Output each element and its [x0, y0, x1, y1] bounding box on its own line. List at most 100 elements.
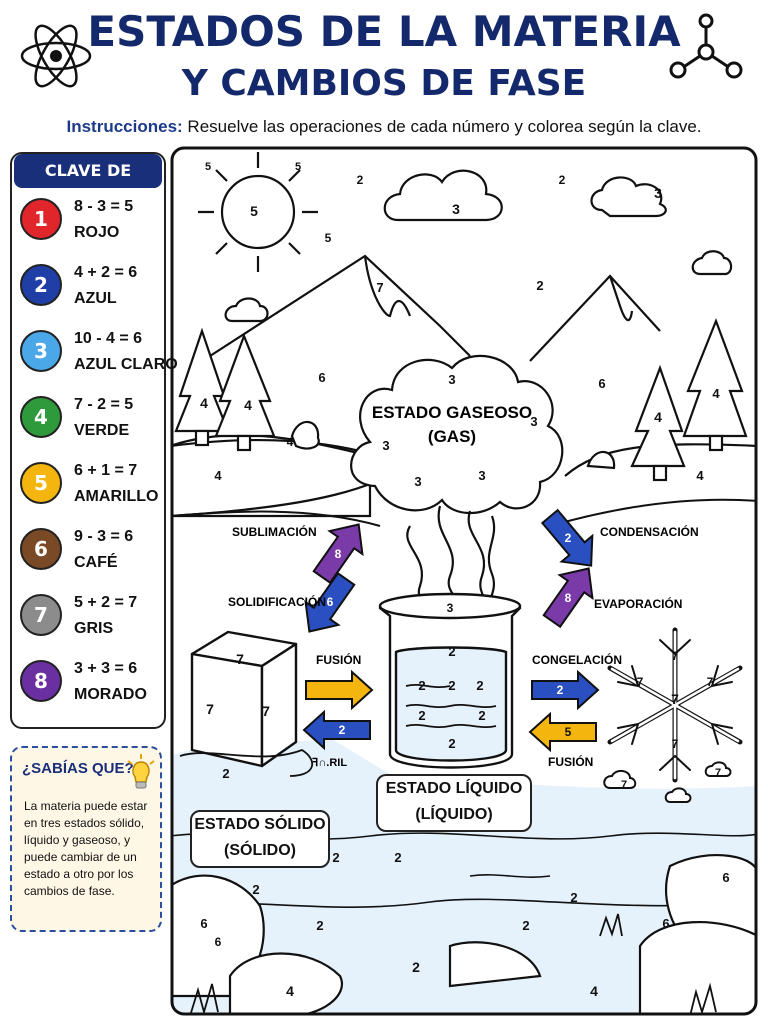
key-number-1: 1 [20, 198, 62, 240]
key-color-name: CAFÉ [74, 554, 118, 571]
label-sublimacion: SUBLIMACIÓN [232, 524, 317, 539]
key-number-4: 4 [20, 396, 62, 438]
arrow-fusion-left [305, 669, 374, 711]
svg-text:7: 7 [637, 675, 644, 689]
instructions-label: Instrucciones: [66, 117, 183, 136]
svg-text:6: 6 [318, 370, 325, 385]
svg-text:8: 8 [565, 591, 572, 605]
svg-text:2: 2 [570, 890, 577, 905]
arrow-condensacion [540, 508, 594, 567]
key-equation: 7 - 2 = 5 [74, 396, 134, 413]
svg-text:8: 8 [335, 547, 342, 561]
svg-text:2: 2 [565, 531, 572, 545]
solid-label-2: (SÓLIDO) [224, 842, 296, 859]
key-equation: 5 + 2 = 7 [74, 594, 138, 611]
svg-text:3: 3 [654, 185, 662, 201]
page-title: ESTADOS DE LA MATERIA [87, 7, 681, 56]
svg-text:2: 2 [448, 736, 455, 751]
label-evaporacion: EVAPORACIÓN [594, 596, 682, 611]
svg-text:6: 6 [662, 916, 669, 931]
svg-text:7: 7 [707, 675, 714, 689]
key-equation: 9 - 3 = 6 [74, 528, 134, 545]
arrow-solidificacion-bottom [302, 709, 371, 751]
gas-label-1: ESTADO GASEOSO [372, 403, 532, 422]
svg-text:2: 2 [316, 918, 323, 933]
key-color-name: VERDE [74, 422, 130, 439]
key-equation: 3 + 3 = 6 [74, 660, 138, 677]
svg-text:7: 7 [206, 701, 214, 717]
key-equation: 4 + 2 = 6 [74, 264, 138, 281]
mountains [209, 254, 661, 362]
svg-text:6: 6 [598, 376, 605, 391]
svg-text:7: 7 [621, 779, 627, 791]
svg-text:6: 6 [200, 916, 207, 931]
svg-text:3: 3 [382, 438, 389, 453]
svg-text:5: 5 [565, 725, 572, 739]
key-color-name: MORADO [74, 686, 147, 703]
key-color-name: GRIS [74, 620, 114, 637]
svg-text:4: 4 [287, 435, 294, 449]
fact-body: La materia puede estar en tres estados s… [24, 799, 148, 898]
trees-left [174, 327, 320, 452]
svg-text:2: 2 [332, 850, 339, 865]
fact-title: ¿SABÍAS QUE? [22, 760, 134, 777]
instructions: Instrucciones: Resuelve las operaciones … [0, 116, 768, 138]
ice-cube [190, 630, 298, 768]
trees-right [586, 317, 748, 482]
svg-text:2: 2 [418, 708, 425, 723]
svg-text:2: 2 [559, 173, 566, 187]
svg-text:5: 5 [205, 161, 211, 173]
grass [189, 913, 717, 1013]
key-number-2: 2 [20, 264, 62, 306]
svg-text:4: 4 [244, 397, 252, 413]
scene-frame [170, 146, 758, 1016]
svg-text:4: 4 [712, 386, 720, 401]
svg-text:2: 2 [448, 678, 455, 693]
svg-text:2: 2 [418, 678, 425, 693]
svg-text:7: 7 [671, 691, 679, 707]
svg-text:7: 7 [236, 651, 244, 667]
svg-text:2: 2 [222, 766, 229, 781]
svg-text:4: 4 [200, 395, 208, 411]
label-condensacion: CONDENSACIÓN [600, 524, 699, 539]
svg-text:7: 7 [262, 703, 270, 719]
label-fusion-right: FUSIÓN [548, 754, 593, 769]
puddle-text: ꟻ∩.RIL [312, 757, 347, 769]
svg-text:2: 2 [252, 882, 259, 897]
svg-text:3: 3 [414, 474, 421, 489]
svg-text:2: 2 [448, 644, 455, 659]
solid-label-1: ESTADO SÓLIDO [194, 816, 326, 833]
key-number-7: 7 [20, 594, 62, 636]
color-key-title: CLAVE DE COLOR [14, 154, 162, 214]
lake-region [173, 738, 755, 1013]
svg-text:4: 4 [286, 983, 294, 999]
svg-text:4: 4 [696, 468, 704, 483]
snowflake-inner [610, 630, 740, 780]
arrow-solidificacion [304, 571, 356, 633]
key-equation: 6 + 1 = 7 [74, 462, 138, 479]
svg-text:2: 2 [478, 708, 485, 723]
key-equation: 8 - 3 = 5 [74, 198, 134, 215]
key-equation: 10 - 4 = 6 [74, 330, 143, 347]
clouds [224, 169, 733, 323]
sun [198, 152, 318, 272]
svg-text:6: 6 [215, 935, 222, 949]
coloring-scene: SUBLIMACIÓN CONDENSACIÓN SOLIDIFICACIÓN … [170, 146, 758, 1016]
svg-text:3: 3 [530, 414, 537, 429]
svg-text:3: 3 [448, 372, 455, 387]
key-number-6: 6 [20, 528, 62, 570]
svg-text:7: 7 [376, 280, 383, 295]
gas-label-2: (GAS) [428, 427, 476, 446]
key-number-3: 3 [20, 330, 62, 372]
label-fusion-left: FUSIÓN [316, 652, 361, 667]
svg-text:2: 2 [522, 918, 529, 933]
page-subtitle: Y CAMBIOS DE FASE [181, 63, 587, 104]
svg-text:2: 2 [357, 173, 364, 187]
solid-state-box: ESTADO SÓLIDO (SÓLIDO) [190, 810, 330, 868]
num-cloud: 3 [452, 201, 460, 217]
liquid-label-1: ESTADO LÍQUIDO [385, 780, 523, 797]
region-numbers: 5 5 5 5 3 3 2 2 2 7 6 6 3 3 3 3 3 4 4 4 … [200, 161, 730, 999]
label-congelacion: CONGELACIÓN [532, 652, 622, 667]
svg-text:5: 5 [325, 231, 332, 245]
key-color-name: AMARILLO [74, 488, 159, 505]
